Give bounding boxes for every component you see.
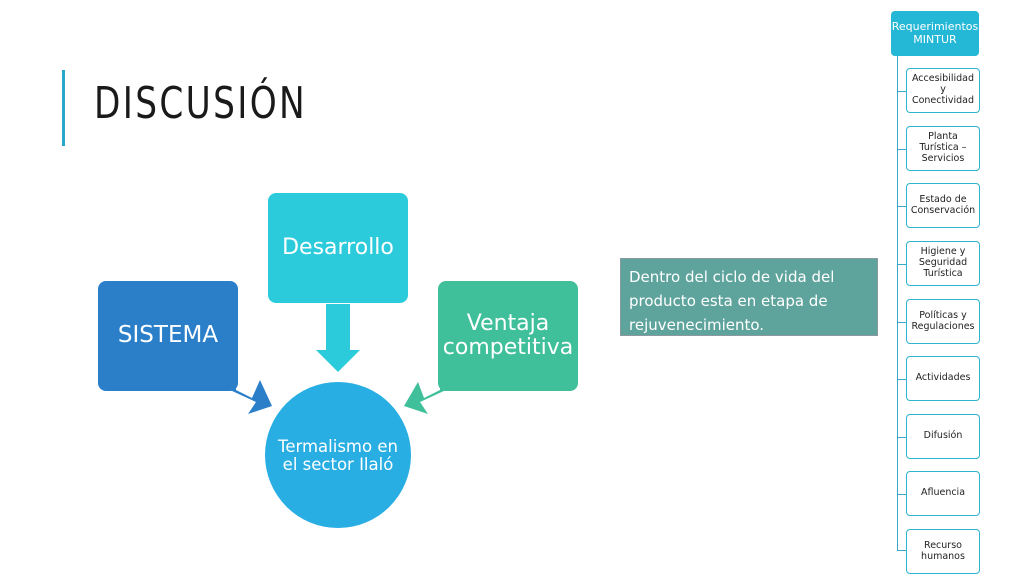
node-sistema-label: SISTEMA bbox=[117, 322, 219, 349]
arrow-desarrollo bbox=[316, 304, 360, 372]
requirement-item: Afluencia bbox=[906, 471, 980, 516]
requirements-tick bbox=[897, 149, 906, 150]
requirement-item: Recurso humanos bbox=[906, 529, 980, 574]
requirements-tick bbox=[897, 379, 906, 380]
requirements-tick bbox=[897, 91, 906, 92]
title-accent-bar bbox=[62, 70, 65, 146]
requirement-item: Higiene y Seguridad Turística bbox=[906, 241, 980, 286]
requirements-tick bbox=[897, 437, 906, 438]
requirements-connector bbox=[897, 56, 898, 551]
node-sistema bbox=[98, 281, 238, 391]
note-box: Dentro del ciclo de vida del producto es… bbox=[620, 258, 878, 336]
requirement-item: Políticas y Regulaciones bbox=[906, 299, 980, 344]
requirement-item: Difusión bbox=[906, 414, 980, 459]
node-desarrollo-label: Desarrollo bbox=[282, 234, 394, 260]
requirements-tick bbox=[897, 206, 906, 207]
requirement-item: Accesibilidad y Conectividad bbox=[906, 68, 980, 113]
requirements-tick bbox=[897, 322, 906, 323]
requirement-item: Estado de Conservación bbox=[906, 183, 980, 228]
node-ventaja-label: Ventaja competitiva bbox=[442, 310, 574, 360]
node-center bbox=[265, 382, 411, 528]
requirement-item: Planta Turística – Servicios bbox=[906, 126, 980, 171]
node-ventaja bbox=[438, 281, 578, 391]
arrow-sistema bbox=[230, 372, 272, 414]
requirements-root: Requerimientos MINTUR bbox=[891, 11, 979, 56]
slide-title: DISCUSIÓN bbox=[94, 78, 308, 129]
requirement-item: Actividades bbox=[906, 356, 980, 401]
requirements-tick bbox=[897, 550, 906, 551]
node-desarrollo bbox=[268, 193, 408, 303]
requirements-tick bbox=[897, 264, 906, 265]
arrow-ventaja bbox=[404, 372, 446, 414]
requirements-tick bbox=[897, 494, 906, 495]
node-center-label: Termalismo en el sector Ilaló bbox=[278, 436, 398, 474]
